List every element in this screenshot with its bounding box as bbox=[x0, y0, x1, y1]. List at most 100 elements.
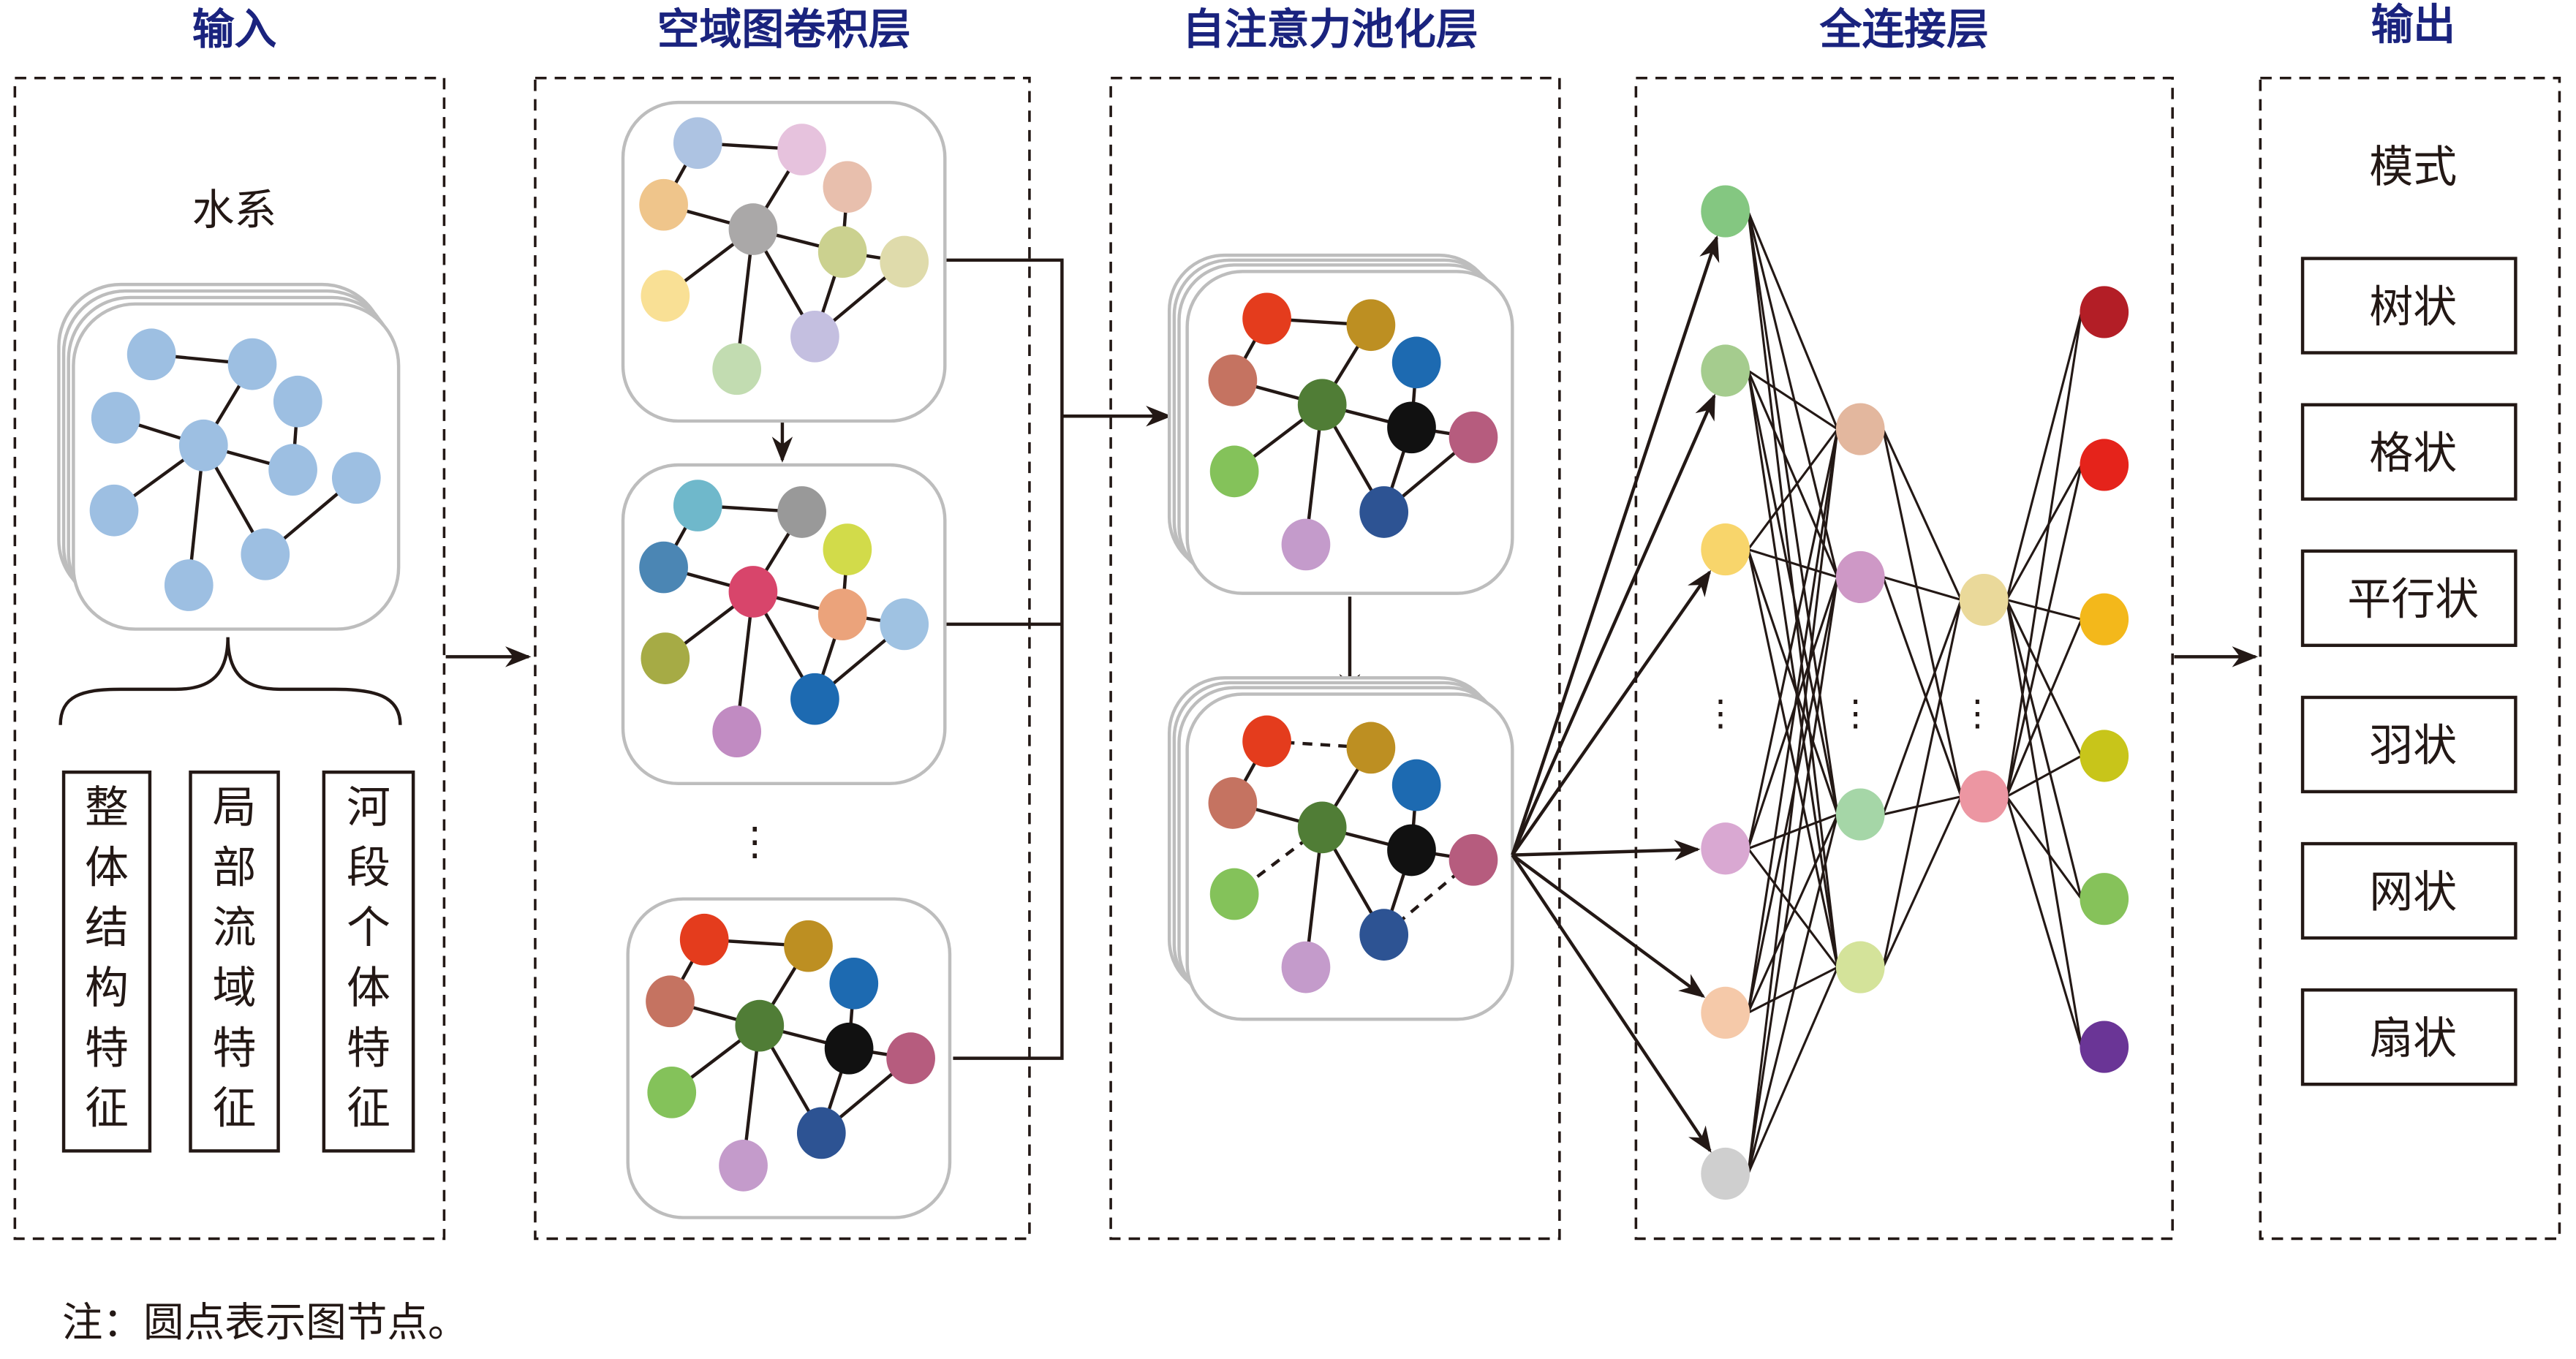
output-header: 模式 bbox=[2369, 142, 2457, 193]
fc-edge-l1-l2 bbox=[1747, 370, 1839, 968]
fc-input-arrow bbox=[1511, 853, 1706, 998]
stage-title-pool: 自注意力池化层 bbox=[1182, 4, 1478, 54]
fc-edge-l3-l4 bbox=[2005, 599, 2083, 1048]
pool-graph-1-node bbox=[1359, 486, 1409, 538]
fc-layer1-node bbox=[1701, 344, 1750, 397]
output-class-box: 网状 bbox=[2300, 841, 2518, 940]
input-graph-stack bbox=[57, 282, 401, 631]
pool-graph-2-node bbox=[1448, 833, 1498, 886]
gcn-graph-2-node bbox=[728, 566, 778, 618]
output-class-label: 格状 bbox=[2369, 428, 2457, 479]
fc-edge-l1-l2 bbox=[1747, 211, 1839, 578]
fc-edge-l3-l4 bbox=[2005, 618, 2083, 798]
gcn-graph-2-node bbox=[641, 632, 690, 684]
fc-layer2-node bbox=[1835, 788, 1885, 841]
feature-label-global: 整体结构特征 bbox=[85, 782, 129, 1134]
gcn-graph-3-node bbox=[646, 975, 695, 1028]
pool-graph-1-node bbox=[1209, 445, 1259, 498]
pool-graph-1-node bbox=[1387, 401, 1436, 454]
connector-gcn-to-pool bbox=[946, 258, 1064, 1060]
fc-edge-l1-l2 bbox=[1748, 548, 1838, 578]
fc-layer1-node bbox=[1701, 986, 1750, 1039]
gcn-ellipsis: ⋮ bbox=[735, 819, 774, 865]
stage-box-gcn bbox=[534, 76, 1031, 1241]
fc-edge-l2-l3 bbox=[1881, 599, 1963, 815]
output-class-box: 格状 bbox=[2300, 403, 2518, 501]
pool-graph-2-node bbox=[1208, 777, 1258, 829]
pool-graph-1-node bbox=[1391, 336, 1441, 389]
pool-graph-1-node bbox=[1346, 299, 1396, 352]
stage-box-output bbox=[2259, 76, 2561, 1241]
fc-edge-l1-l2 bbox=[1747, 577, 1839, 1174]
gcn-graph-2-node bbox=[777, 486, 826, 538]
gcn-graph-3-node bbox=[647, 1066, 697, 1118]
fc-input-arrow bbox=[1512, 839, 1701, 861]
fc-edge-l1-l2 bbox=[1747, 211, 1839, 815]
stage-box-input bbox=[13, 76, 446, 1241]
fc-edge-l3-l4 bbox=[2005, 599, 2083, 757]
output-class-label: 平行状 bbox=[2347, 575, 2479, 626]
fc-output-node bbox=[2080, 730, 2129, 782]
output-class-box: 平行状 bbox=[2300, 549, 2518, 648]
fc-edge-l1-l2 bbox=[1748, 813, 1838, 850]
pool-graph-stack-before bbox=[1167, 253, 1514, 595]
fc-input-arrow bbox=[1511, 854, 1712, 1154]
gcn-graph-3-node bbox=[735, 999, 785, 1052]
input-graph-node bbox=[91, 392, 140, 444]
input-graph-node bbox=[227, 338, 277, 390]
pool-graph-2-node bbox=[1242, 715, 1291, 768]
fc-input-arrow bbox=[1511, 569, 1712, 856]
fc-layer2-node bbox=[1835, 403, 1885, 455]
gcn-graph-1-node bbox=[817, 226, 867, 279]
gcn-graph-2-node bbox=[817, 588, 867, 640]
fc-edge-l1-l2 bbox=[1747, 576, 1839, 849]
feature-label-segment: 河段个体特征 bbox=[347, 782, 390, 1134]
gcn-graph-1-node bbox=[712, 343, 762, 395]
fc-input-arrow bbox=[1511, 393, 1716, 856]
fc-edge-l2-l3 bbox=[1882, 575, 1962, 602]
gcn-graph-3-node bbox=[796, 1107, 846, 1159]
input-graph-node bbox=[241, 528, 290, 580]
fc-edge-l1-l2 bbox=[1747, 814, 1839, 1174]
stage-box-pool bbox=[1109, 76, 1561, 1241]
fc-edge-l2-l3 bbox=[1881, 428, 1963, 797]
input-subtitle: 水系 bbox=[192, 185, 277, 235]
input-graph-node bbox=[331, 452, 381, 504]
fc-ellipsis-1: ⋮ bbox=[1703, 692, 1739, 734]
gcn-graph-3-node bbox=[679, 913, 729, 966]
gcn-graph-2-node bbox=[639, 541, 688, 594]
gcn-graph-3-node bbox=[824, 1022, 874, 1075]
fc-edge-l3-l4 bbox=[2006, 754, 2082, 798]
stage-title-fc: 全连接层 bbox=[1819, 4, 1989, 54]
gcn-graph-3-node bbox=[886, 1032, 935, 1084]
fc-output-node bbox=[2080, 873, 2129, 925]
fc-edge-l1-l2 bbox=[1747, 549, 1839, 968]
fc-edge-l1-l2 bbox=[1747, 966, 1839, 1175]
fc-edge-l3-l4 bbox=[2006, 464, 2083, 601]
fc-output-node bbox=[2080, 439, 2129, 491]
pool-graph-2-node bbox=[1281, 941, 1331, 993]
fc-layer2-node bbox=[1835, 550, 1885, 603]
pool-graph-1-node bbox=[1208, 354, 1258, 406]
output-class-box: 扇状 bbox=[2300, 988, 2518, 1086]
pool-graph-stack-after bbox=[1167, 676, 1514, 1021]
fc-edge-l3-l4 bbox=[2005, 599, 2083, 900]
fc-edge-l3-l4 bbox=[2005, 464, 2083, 797]
pool-graph-2-node bbox=[1391, 759, 1441, 811]
stage-title-output: 输出 bbox=[2371, 0, 2455, 49]
fc-edge-l3-l4 bbox=[2005, 796, 2083, 1048]
fc-edge-l1-l2 bbox=[1747, 428, 1839, 1174]
input-graph-node bbox=[273, 375, 322, 428]
output-class-label: 网状 bbox=[2369, 867, 2457, 918]
fc-output-node bbox=[2080, 1021, 2129, 1073]
figure-note: 注：圆点表示图节点。 bbox=[62, 1299, 469, 1347]
fc-layer1-node bbox=[1701, 822, 1750, 875]
pool-graph-2-node bbox=[1359, 909, 1409, 961]
pool-graph-2-node bbox=[1297, 801, 1347, 854]
pool-graph-2-node bbox=[1387, 824, 1436, 877]
gcn-graph-1-node bbox=[673, 117, 722, 170]
gcn-graph-2-node bbox=[673, 480, 722, 531]
stage-title-gcn: 空域图卷积层 bbox=[657, 4, 911, 54]
pool-graph-1-node bbox=[1281, 518, 1331, 571]
gcn-graph-1-node bbox=[880, 235, 929, 288]
